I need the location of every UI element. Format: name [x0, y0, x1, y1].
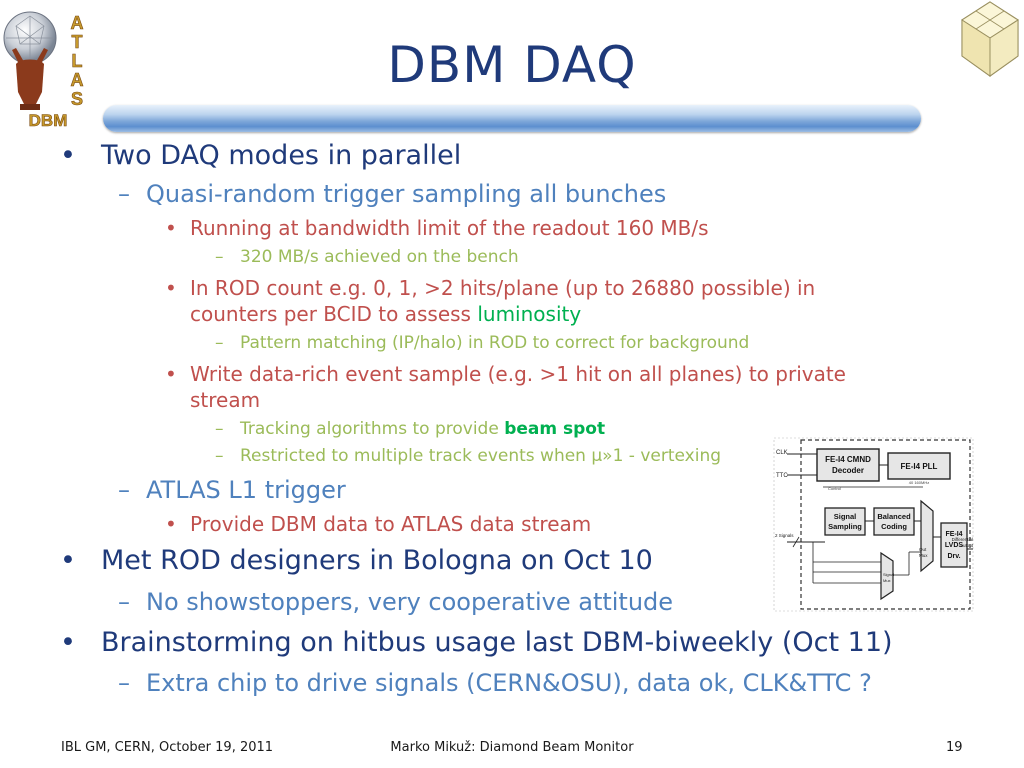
signal-mux-label: Mux: [883, 578, 891, 583]
footer-event: IBL GM, CERN, October 19, 2011: [61, 740, 274, 755]
logo-letter: L: [72, 51, 83, 71]
dash-icon: –: [118, 476, 130, 504]
out-mux-label: Mux: [919, 553, 928, 558]
bullet-icon: •: [60, 140, 76, 171]
pll-sub-label: 40 160MHz: [909, 480, 929, 485]
lvds-driver-label: LVDS: [945, 542, 963, 549]
bullet-icon: •: [165, 276, 177, 300]
logo-letter: T: [72, 32, 83, 52]
subbullet-text: Extra chip to drive signals (CERN&OSU), …: [146, 669, 872, 697]
highlight-luminosity: luminosity: [477, 302, 582, 326]
subsubbullet-text: In ROD count e.g. 0, 1, >2 hits/plane (u…: [190, 276, 816, 300]
bullet-icon: •: [60, 627, 76, 658]
signal-sampling-label: Sampling: [828, 522, 862, 531]
dash-icon: –: [118, 588, 130, 616]
ttc-label: TTC: [776, 473, 788, 479]
detail-text: Tracking algorithms to provide beam spot: [240, 419, 605, 439]
dash-icon: –: [118, 669, 130, 697]
slide-title: DBM DAQ: [387, 36, 637, 94]
atlas-dbm-logo: A T L A S DBM: [3, 11, 84, 128]
diff-output-label: output: [960, 543, 973, 548]
lvds-driver-label: FE-I4: [945, 531, 962, 538]
highlight-beam-spot: beam spot: [504, 419, 606, 439]
footer-author: Marko Mikuž: Diamond Beam Monitor: [390, 740, 634, 755]
bullet-icon: •: [60, 545, 76, 576]
diff-output-label: Differential: [952, 537, 973, 542]
logo-letter: A: [71, 13, 84, 33]
diamond-icon: [961, 1, 1019, 77]
out-mux-label: Out: [919, 547, 927, 552]
logo-letter: S: [71, 89, 83, 109]
subsubbullet-text: Running at bandwidth limit of the readou…: [190, 216, 709, 240]
text-segment: counters per BCID to assess: [190, 302, 478, 326]
signal-sampling-label: Signal: [834, 512, 857, 521]
bullet-text: Two DAQ modes in parallel: [101, 140, 462, 171]
subbullet-text: Quasi-random trigger sampling all bunche…: [146, 180, 667, 208]
subbullet-text: ATLAS L1 trigger: [146, 476, 346, 504]
dash-icon: –: [118, 180, 130, 208]
title-underline-bar: [103, 105, 921, 132]
subsubbullet-text: Write data-rich event sample (e.g. >1 hi…: [190, 362, 846, 386]
bullet-icon: •: [165, 512, 177, 536]
bullet-text: Met ROD designers in Bologna on Oct 10: [101, 545, 653, 576]
pll-label: FE-I4 PLL: [901, 462, 938, 471]
subsubbullet-text-cont: counters per BCID to assess luminosity: [190, 302, 581, 326]
logo-dbm: DBM: [29, 111, 68, 128]
logo-letter: A: [71, 70, 84, 90]
detail-text: 320 MB/s achieved on the bench: [240, 247, 519, 267]
subbullet-text: No showstoppers, very cooperative attitu…: [146, 588, 674, 616]
bullet-text: Brainstorming on hitbus usage last DBM-b…: [101, 627, 893, 658]
signal-mux-label: Signal: [883, 572, 894, 577]
cmnd-decoder-label: Decoder: [832, 466, 864, 475]
lvds-driver-label: Drv.: [947, 553, 960, 560]
detail-text: Pattern matching (IP/halo) in ROD to cor…: [240, 333, 750, 353]
fe-i4-block-diagram: CLK TTC FE-I4 CMND Decoder FE-I4 PLL 40 …: [773, 437, 974, 612]
subsubbullet-text: Provide DBM data to ATLAS data stream: [190, 512, 592, 536]
dash-icon: –: [215, 247, 224, 267]
subsubbullet-text-cont: stream: [190, 388, 261, 412]
bullet-icon: •: [165, 216, 177, 240]
dash-icon: –: [215, 446, 224, 466]
balanced-coding-label: Coding: [881, 522, 907, 531]
detail-text: Restricted to multiple track events when…: [240, 446, 722, 466]
cmnd-decoder-label: FE-I4 CMND: [825, 455, 871, 464]
dash-icon: –: [215, 419, 224, 439]
bullet-icon: •: [165, 362, 177, 386]
dash-icon: –: [215, 333, 224, 353]
control-label: Control: [828, 486, 841, 491]
page-number: 19: [946, 740, 963, 755]
text-segment: Tracking algorithms to provide: [240, 419, 505, 439]
balanced-coding-label: Balanced: [877, 512, 911, 521]
signals-label: 2 Signals: [775, 533, 794, 538]
clk-label: CLK: [776, 450, 788, 456]
